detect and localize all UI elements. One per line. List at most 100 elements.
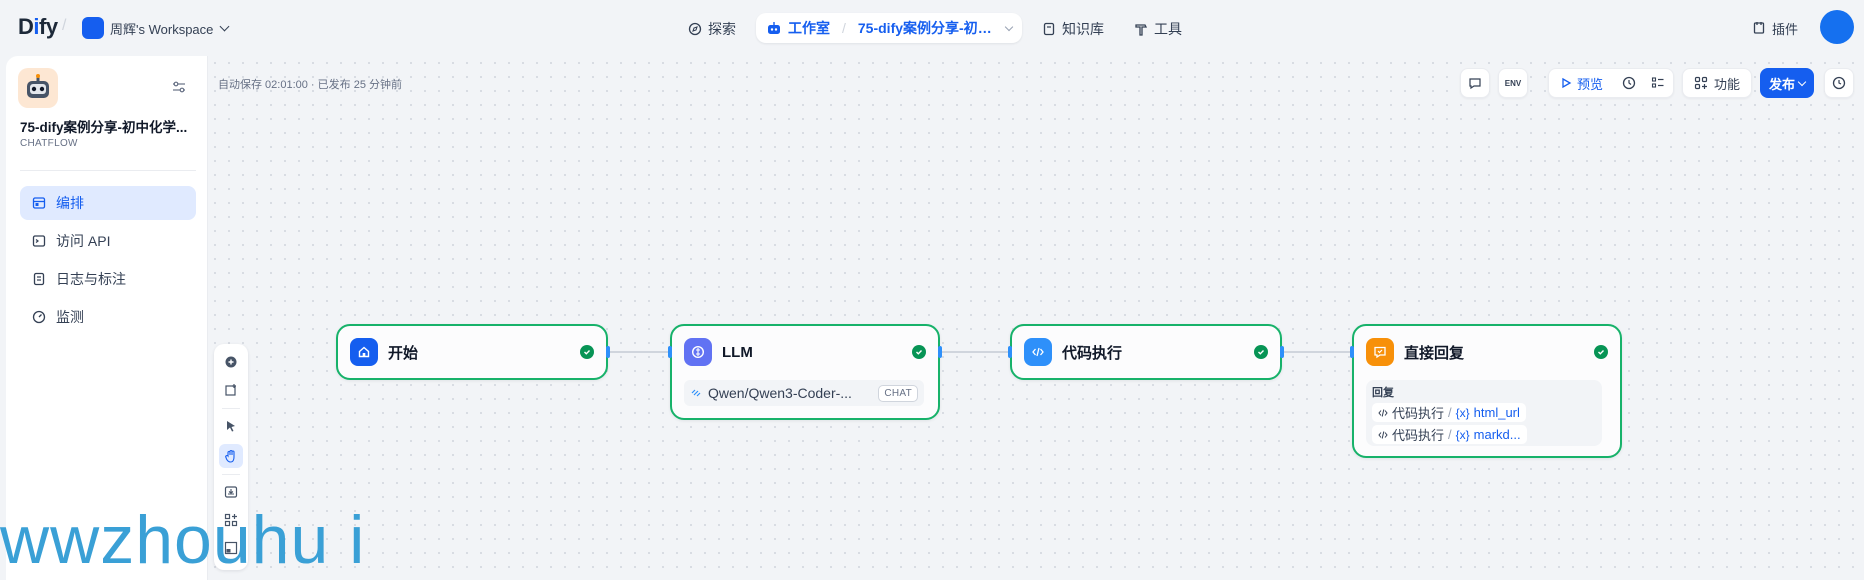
node-header: 开始 (350, 338, 594, 366)
current-app-name: 75-dify案例分享-初中... (857, 20, 998, 36)
nav-knowledge[interactable]: 知识库 (1032, 14, 1114, 44)
node-title: 直接回复 (1404, 344, 1465, 362)
workspace-avatar (82, 17, 104, 39)
variable-separator: / (1448, 405, 1452, 420)
output-handle[interactable] (606, 346, 610, 358)
sidebar-item-orchestrate[interactable]: 编排 (20, 186, 196, 220)
reply-label: 回复 (1372, 387, 1394, 399)
edge-llm-code (940, 351, 1010, 353)
play-icon (1562, 77, 1572, 89)
version-history-button[interactable] (1824, 68, 1854, 98)
workflow-canvas[interactable] (208, 56, 1864, 580)
grid-plus-icon (1694, 76, 1708, 90)
node-title: 代码执行 (1062, 344, 1123, 362)
nav-tools[interactable]: 工具 (1124, 14, 1192, 44)
chevron-down-icon[interactable] (1004, 22, 1014, 31)
env-button[interactable]: ENV (1498, 68, 1528, 98)
reply-icon (1366, 338, 1394, 366)
history-icon (1832, 76, 1846, 90)
sidebar-collapse-button[interactable] (172, 80, 188, 96)
autosave-status: 自动保存 02:01:00 · 已发布 25 分钟前 (218, 79, 402, 91)
variable-icon: {x} (1455, 427, 1470, 442)
output-handle[interactable] (938, 346, 942, 358)
plus-circle-icon (225, 356, 237, 368)
input-handle[interactable] (1008, 346, 1012, 358)
input-handle[interactable] (1350, 346, 1354, 358)
sidebar-item-label: 编排 (56, 195, 84, 211)
variable-name: html_url (1473, 405, 1520, 420)
organize-button[interactable] (219, 508, 243, 532)
minimap-icon (224, 541, 238, 555)
app-icon (18, 68, 58, 108)
sidebar-item-api[interactable]: 访问 API (20, 224, 196, 258)
pointer-mode-button[interactable] (219, 414, 243, 438)
preview-label: 预览 (1576, 76, 1603, 92)
input-handle[interactable] (668, 346, 672, 358)
brain-icon (684, 338, 712, 366)
variable-tag: 代码执行 / {x} markd... (1372, 425, 1527, 444)
app-mode: CHATFLOW (20, 138, 78, 149)
node-header: LLM (684, 338, 926, 366)
monitor-icon (32, 310, 46, 324)
variable-icon: {x} (1455, 405, 1470, 420)
breadcrumb-divider: / (62, 17, 67, 34)
node-code[interactable]: 代码执行 (1008, 324, 1284, 380)
dify-logo[interactable]: Dify (18, 14, 58, 39)
app-sidebar: 75-dify案例分享-初中化学... CHATFLOW 编排 访问 API 日… (6, 56, 208, 580)
plugins-button[interactable]: 插件 (1752, 16, 1798, 40)
home-icon (350, 338, 378, 366)
hand-mode-button[interactable] (219, 444, 243, 468)
checklist-button[interactable] (1460, 68, 1490, 98)
checklist-toggle[interactable] (1643, 69, 1673, 97)
check-circle-icon (580, 345, 594, 359)
export-image-button[interactable] (219, 480, 243, 504)
log-icon (33, 272, 45, 286)
features-label: 功能 (1713, 76, 1740, 92)
check-circle-icon (1254, 345, 1268, 359)
publish-label: 发布 (1768, 76, 1795, 92)
sidebar-item-label: 日志与标注 (56, 271, 126, 287)
nav-studio[interactable]: 工作室 / 75-dify案例分享-初中... (756, 13, 1022, 43)
divider (222, 474, 240, 475)
features-button[interactable]: 功能 (1682, 68, 1752, 98)
workspace-name: 周辉's Workspace (110, 21, 214, 37)
node-llm[interactable]: LLM Qwen/Qwen3-Coder-... CHAT (668, 324, 942, 420)
node-header: 代码执行 (1024, 338, 1268, 366)
model-selector[interactable]: Qwen/Qwen3-Coder-... CHAT (684, 380, 924, 406)
cursor-icon (227, 421, 235, 432)
add-node-button[interactable] (219, 350, 243, 374)
sidebar-item-logs[interactable]: 日志与标注 (20, 262, 196, 296)
compass-icon (688, 22, 702, 36)
nav-explore[interactable]: 探索 (678, 14, 746, 44)
image-download-icon (224, 486, 238, 498)
canvas-tool-palette (214, 344, 248, 570)
chevron-down-icon (1797, 77, 1807, 86)
sidebar-item-monitor[interactable]: 监测 (20, 300, 196, 334)
add-note-button[interactable] (219, 378, 243, 402)
chevron-down-icon (219, 21, 230, 31)
node-title: LLM (722, 343, 753, 361)
workspace-switcher[interactable]: 周辉's Workspace (82, 16, 230, 40)
app-name: 75-dify案例分享-初中化学... (20, 120, 188, 135)
chat-check-icon (1469, 78, 1481, 90)
output-handle[interactable] (1280, 346, 1284, 358)
minimap-button[interactable] (219, 536, 243, 560)
note-add-icon (225, 384, 236, 396)
user-avatar[interactable] (1820, 10, 1854, 44)
edge-start-llm (608, 351, 670, 353)
book-icon (1043, 22, 1055, 36)
preview-button[interactable]: 预览 (1549, 69, 1614, 97)
variable-tag: 代码执行 / {x} html_url (1372, 403, 1526, 422)
run-history-button[interactable] (1614, 69, 1644, 97)
terminal-icon (32, 235, 46, 247)
node-answer[interactable]: 直接回复 回复 代码执行 / {x} html_url 代码执行 / {x} m… (1350, 324, 1622, 458)
sliders-icon (173, 81, 185, 93)
node-start[interactable]: 开始 (336, 324, 610, 380)
publish-button[interactable]: 发布 (1760, 68, 1814, 98)
check-circle-icon (1594, 345, 1608, 359)
hammer-icon (1135, 24, 1148, 36)
nav-studio-label: 工作室 (788, 20, 830, 36)
node-header: 直接回复 (1366, 338, 1608, 366)
divider (20, 170, 196, 171)
clock-play-icon (1622, 76, 1635, 90)
